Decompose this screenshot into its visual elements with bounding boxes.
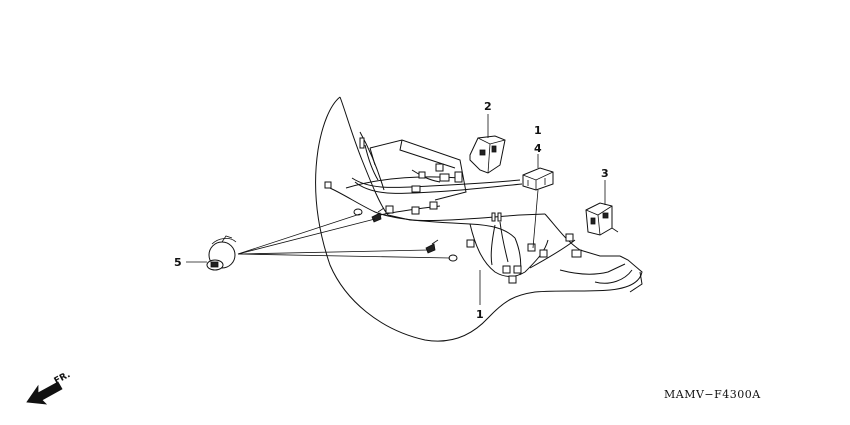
diagram-code: MAMV−F4300A	[664, 388, 761, 401]
connector-part-4	[522, 167, 554, 191]
harness-connectors	[324, 137, 582, 284]
fairing-panel	[315, 96, 643, 342]
bracket-part-3	[585, 202, 619, 236]
callout-1-bottom: 1	[476, 308, 484, 321]
callout-4: 4	[534, 142, 542, 155]
clips	[353, 207, 458, 262]
front-direction-arrow-icon	[26, 381, 63, 405]
leader-lines	[186, 114, 606, 305]
wire-harness	[329, 144, 576, 277]
grommet-part-5	[206, 235, 237, 271]
callout-5: 5	[174, 256, 182, 269]
callout-3: 3	[601, 167, 609, 180]
callout-1-top: 1	[534, 124, 542, 137]
callout-2: 2	[484, 100, 492, 113]
bracket-part-2	[469, 135, 506, 174]
front-direction-label: FR.	[53, 370, 72, 387]
